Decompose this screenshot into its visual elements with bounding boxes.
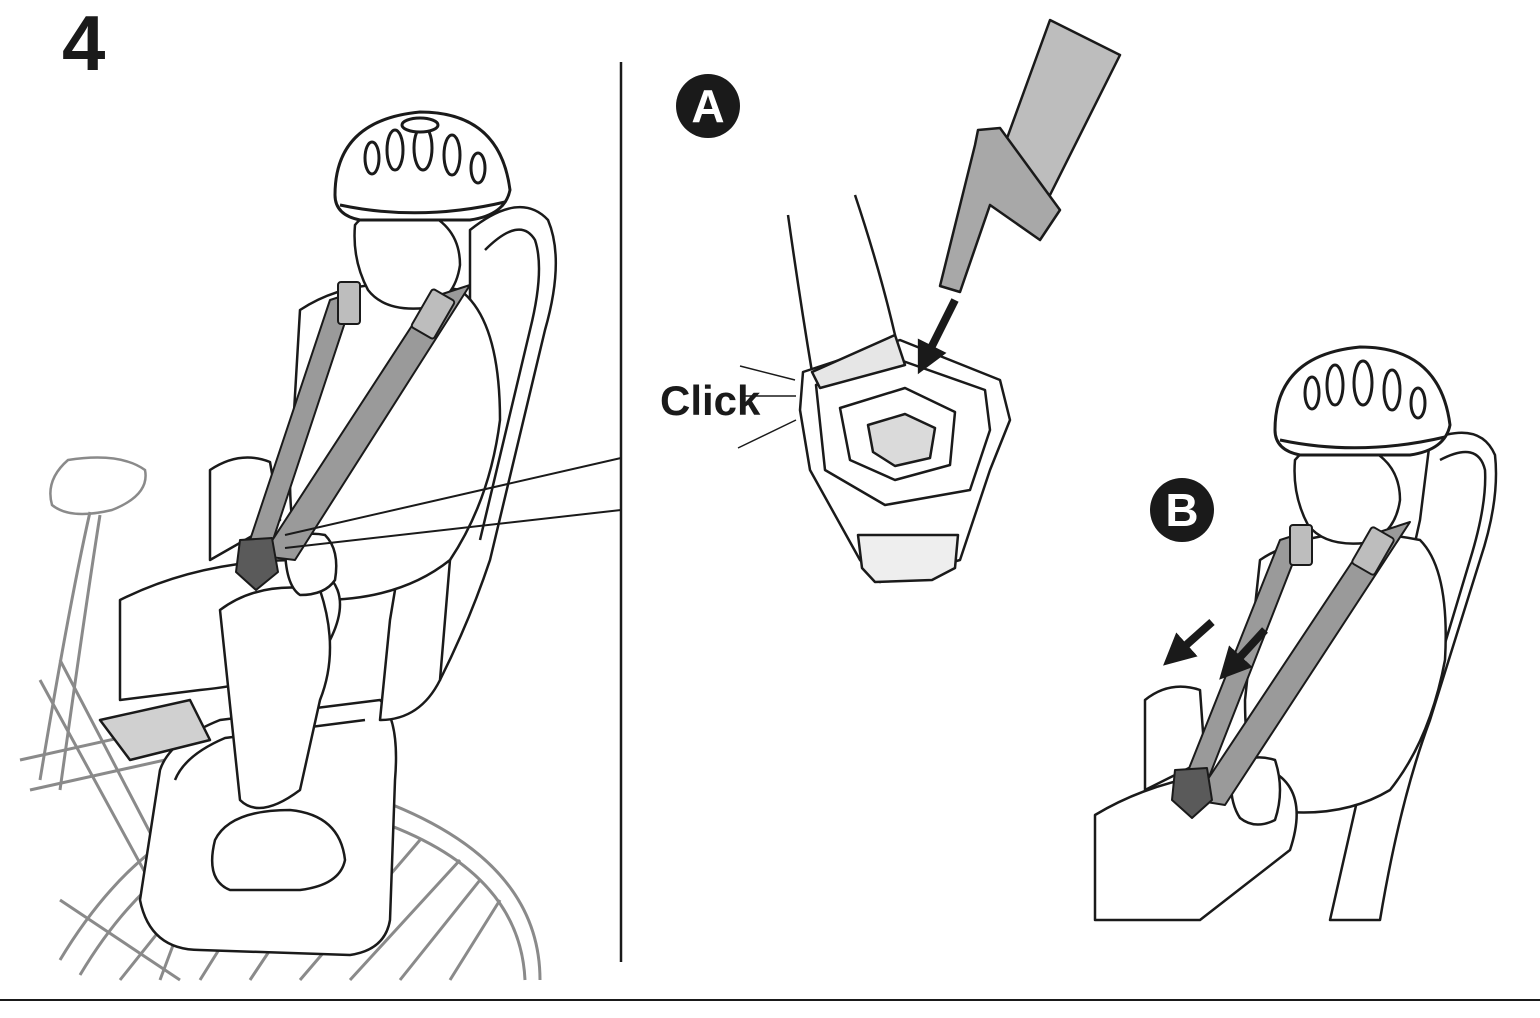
buckle-strap-upper	[938, 18, 1122, 294]
helmet-icon	[333, 110, 512, 222]
helmet-icon-b	[1273, 345, 1452, 457]
buckle-strap-lower	[786, 194, 897, 373]
panel-a-badge: A	[676, 74, 740, 138]
panel-b-badge: B	[1150, 478, 1214, 542]
callout-lines	[284, 457, 622, 549]
arrow-pull-icon	[1163, 619, 1268, 680]
click-sound-label: Click	[660, 377, 761, 424]
harness-straps	[235, 281, 471, 591]
click-lines	[737, 365, 797, 449]
step-number: 4	[62, 0, 106, 87]
arrow-down-icon	[917, 298, 959, 375]
bicycle	[19, 456, 542, 982]
buckle-icon	[798, 333, 1012, 584]
